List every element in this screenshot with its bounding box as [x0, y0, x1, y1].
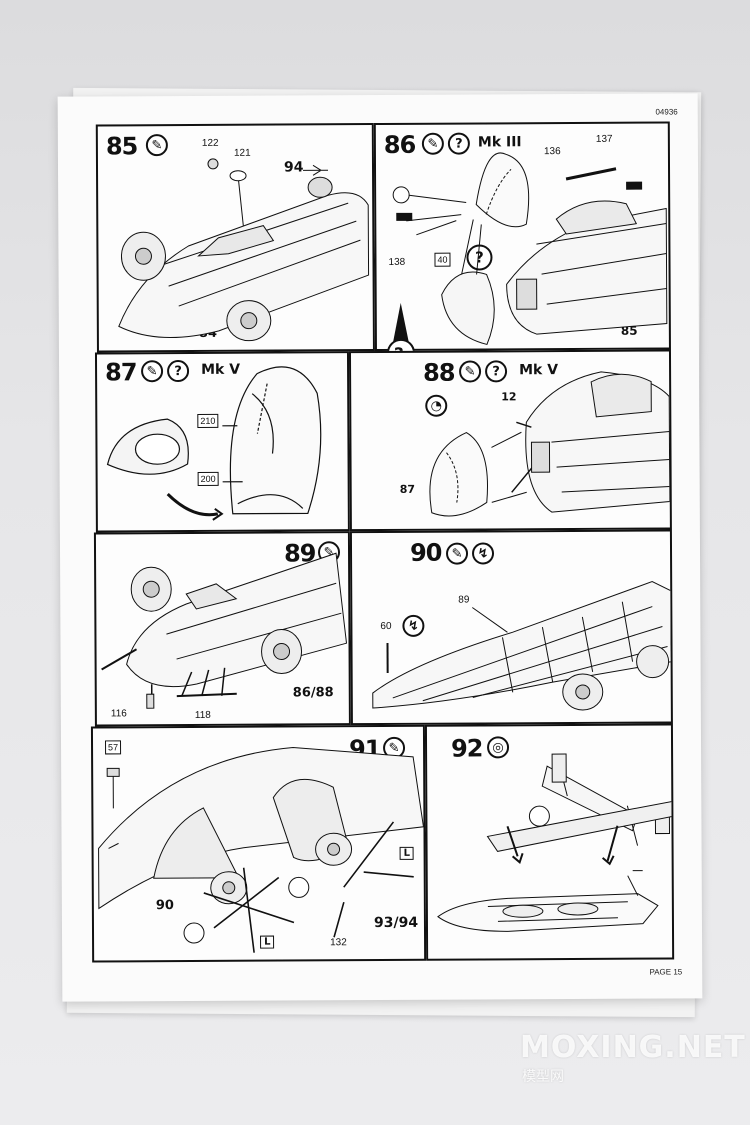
step-87-panel: 87 ✎ ? Mk V 210 200	[94, 351, 350, 533]
step-90-panel: 90 ✎ ↯ 89 60 ↯	[349, 529, 673, 726]
page-number: PAGE 15	[649, 967, 683, 977]
complete-aircraft-drawing	[437, 753, 675, 932]
canopy-drawing	[106, 366, 322, 521]
nose-assembly-drawing	[429, 371, 671, 517]
wing-drawing	[372, 581, 673, 711]
step-88-panel: 88 ✎ ? Mk V ◔ 12 87	[348, 349, 672, 532]
propeller-assembly-drawing	[98, 746, 425, 953]
step-91-panel: 91 ✎ ↯ 57 90 132 93/94 L L	[90, 724, 427, 963]
fuselage-guns-drawing	[101, 552, 348, 709]
step-85-panel: 85 ✎ 122 121 94 84	[95, 123, 375, 353]
nose-turret-drawing	[392, 152, 668, 346]
document-code: 04936	[655, 107, 678, 117]
step-89-panel: 89 ✎ 116 118 86/88	[93, 531, 351, 727]
watermark-subtext: 模型网	[522, 1069, 564, 1085]
step-92-panel: 92 ◎	[424, 723, 675, 961]
watermark-text: MOXING.NET	[520, 1030, 746, 1065]
instruction-page: 04936 85 ✎ 122 121 94 84 86	[57, 93, 703, 1002]
step-86-panel: 86 ✎ ? Mk III 136 137 138 40 85 ?	[373, 121, 671, 352]
fuselage-nose-drawing	[118, 158, 370, 342]
